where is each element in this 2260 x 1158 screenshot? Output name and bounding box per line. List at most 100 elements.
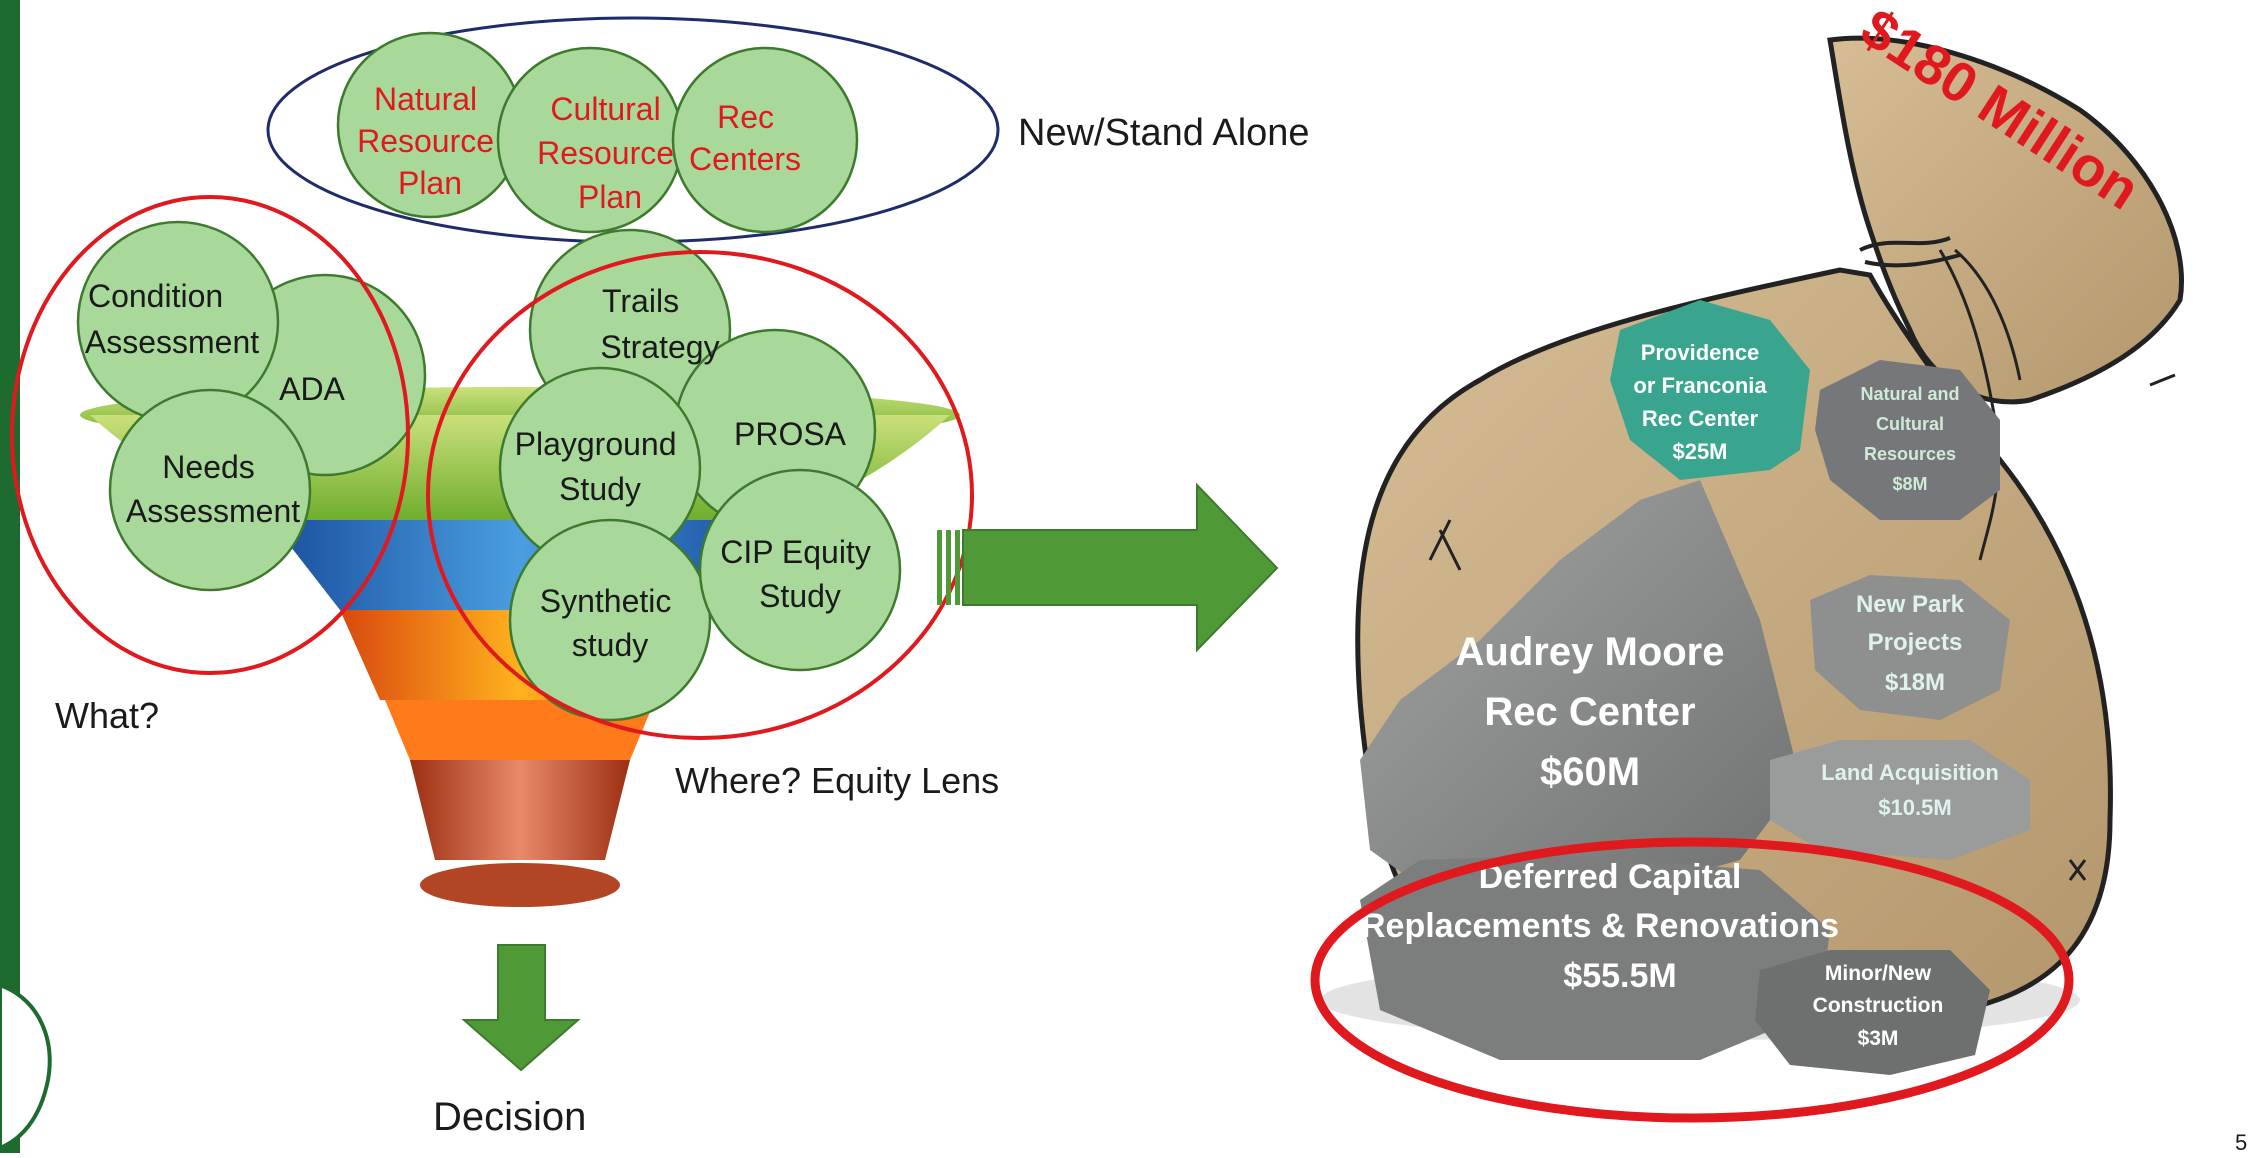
where-label: Where? Equity Lens [675,760,1000,801]
ada-label: ADA [279,371,345,407]
new-park-l2: Projects [1868,629,1963,656]
svg-text:Trails Strategy: Trails Strategy [600,283,719,365]
natural-resource-plan-l2: Resource [357,123,494,159]
synthetic-study-circle [508,518,712,722]
svg-text:Construction: Construction [1813,994,1944,1017]
new-park-rock [1810,575,2010,720]
stand-alone-label: New/Stand Alone [1018,112,1310,154]
needs-assessment-l1: Needs [162,449,255,485]
audrey-l1: Audrey Moore [1456,630,1725,674]
svg-text:$25M: $25M [1672,439,1727,464]
condition-assessment-l2: Assessment [85,324,259,360]
svg-text:Audrey Moore: Audrey Moore [1456,630,1725,674]
decision-arrow [461,944,581,1072]
natural-l3: Resources [1864,444,1956,464]
svg-text:Synthetic study: Synthetic study [540,583,681,663]
svg-text:$18M: $18M [1885,669,1945,696]
svg-text:Rec Center: Rec Center [1642,406,1759,431]
providence-l2: or Franconia [1633,373,1767,398]
natural-l2: Cultural [1876,414,1944,434]
providence-amount: $25M [1672,439,1727,464]
svg-text:CIP Equity Study: CIP Equity Study [720,534,879,614]
rocks [1360,300,2030,1075]
land-rock [1770,740,2030,860]
playground-study-l2: Study [559,471,641,507]
rec-centers-l1: Rec [717,99,774,135]
minor-l1: Minor/New [1825,962,1932,985]
natural-resource-plan-l3: Plan [398,165,462,201]
cip-equity-study-l2: Study [759,578,841,614]
rec-centers-l2: Centers [689,141,801,177]
svg-text:$8M: $8M [1892,474,1927,494]
svg-text:Cultural Resource: Cultural Resource Plan [537,91,683,215]
svg-text:Natural Resource P: Natural Resource Plan [357,81,503,201]
stand-alone-circles: Natural Resource Plan Cultural Resource … [336,31,859,234]
providence-l1: Providence [1641,340,1760,365]
condition-assessment-circle [76,220,280,424]
cip-equity-study-circle [698,468,902,672]
minor-rock [1755,950,1990,1075]
land-amount: $10.5M [1878,795,1951,820]
svg-text:Replacements & Renovations: Replacements & Renovations [1361,907,1839,945]
right-arrow [937,482,1279,653]
svg-text:$3M: $3M [1858,1027,1899,1050]
prosa-label: PROSA [734,416,847,452]
svg-text:Projects: Projects [1868,629,1963,656]
synthetic-study-l2: study [572,627,648,663]
natural-amount: $8M [1892,474,1927,494]
svg-text:Resources: Resources [1864,444,1956,464]
seal-icon [0,982,52,1151]
svg-text:or Franconia: or Franconia [1633,373,1767,398]
svg-text:New Park: New Park [1856,591,1965,618]
deferred-red-ring [1310,837,2074,1123]
natural-rock [1815,360,2000,520]
svg-text:Playground Study: Playground Study [515,426,686,507]
deferred-rock [1360,855,1830,1060]
playground-study-l1: Playground [515,426,677,462]
svg-text:Minor/New: Minor/New [1825,962,1932,985]
providence-rock [1610,300,1810,480]
deferred-l1: Deferred Capital [1479,858,1742,896]
rec-centers-circle [671,46,859,234]
svg-text:Land Acquisition: Land Acquisition [1821,760,1999,785]
svg-text:Deferred Capital: Deferred Capital [1479,858,1742,896]
svg-text:$60M: $60M [1540,750,1640,794]
svg-text:Needs Assessment: Needs Assessment [126,449,300,529]
deferred-l2: Replacements & Renovations [1361,907,1839,945]
svg-text:Rec Centers: Rec Centers [689,99,801,177]
what-red-ring [10,195,410,675]
left-edge-bar [0,0,20,1153]
where-circles: Trails Strategy PROSA Playground Study C… [498,228,902,722]
svg-text:Cultural: Cultural [1876,414,1944,434]
needs-assessment-l2: Assessment [126,493,300,529]
condition-assessment-l1: Condition [88,278,223,314]
new-park-l1: New Park [1856,591,1965,618]
trails-strategy-l1: Trails [602,283,679,319]
synthetic-study-l1: Synthetic [540,583,672,619]
trails-strategy-l2: Strategy [600,329,719,365]
audrey-rock [1360,480,1800,900]
what-label: What? [55,695,160,736]
cultural-resource-plan-l1: Cultural [550,91,660,127]
svg-text:Condition Assessment: Condition Assessment [85,278,259,360]
natural-l1: Natural and [1860,384,1959,404]
svg-text:Natural and: Natural and [1860,384,1959,404]
what-circles: Condition Assessment ADA Needs Assessmen… [76,220,427,592]
minor-l2: Construction [1813,994,1944,1017]
cip-equity-study-l1: CIP Equity [720,534,871,570]
where-red-ring [426,250,974,740]
cultural-resource-plan-l3: Plan [578,179,642,215]
deferred-amount: $55.5M [1563,957,1676,995]
audrey-amount: $60M [1540,750,1640,794]
cultural-resource-plan-l2: Resource [537,135,674,171]
new-park-amount: $18M [1885,669,1945,696]
svg-text:Rec Center: Rec Center [1484,690,1695,734]
page-number: 5 [2235,1130,2248,1155]
audrey-l2: Rec Center [1484,690,1695,734]
providence-l3: Rec Center [1642,406,1759,431]
decision-label: Decision [433,1095,587,1139]
natural-resource-plan-l1: Natural [374,81,477,117]
minor-amount: $3M [1858,1027,1899,1050]
